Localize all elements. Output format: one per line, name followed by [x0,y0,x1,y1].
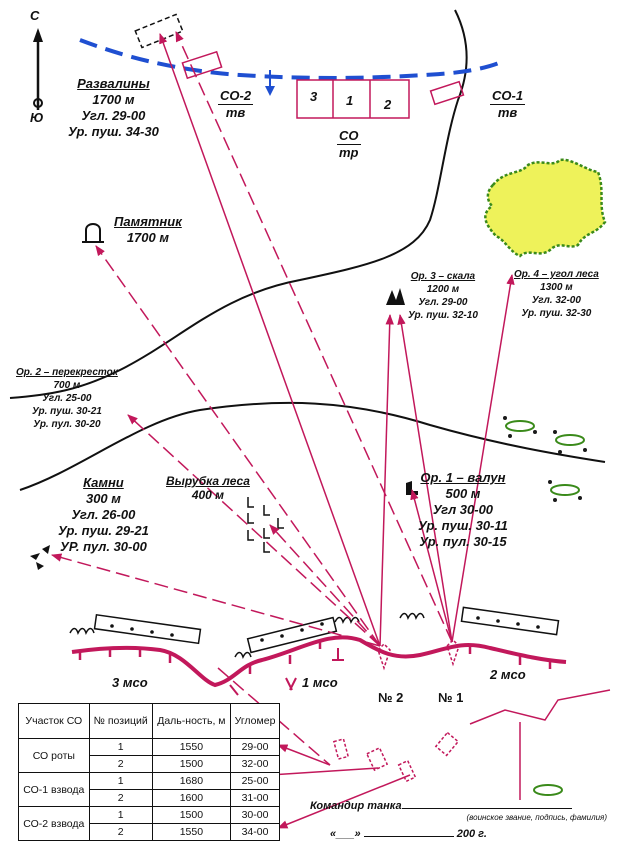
table-row: СО роты 1 1550 29-00 [18,738,280,773]
table-row: 2 1600 31-00 [19,789,280,807]
mine-dots [110,616,540,642]
ruins-target-icon [134,13,184,49]
signature-hint: (воинское звание, подпись, фамилия) [466,813,607,822]
table-row: 2 1500 32-00 [19,755,280,773]
signature-date: «___» 200 г. [330,828,487,840]
ridge-line [19,401,606,491]
co2-sector-box [181,50,223,80]
shrub-icons [247,420,585,796]
company-sector-cells [296,79,410,119]
position-1-label: № 1 [438,690,464,705]
table-row: СО-1 взвода 1 1680 25-00 [18,772,280,807]
wire-obstacle-icons [69,612,425,659]
road-line-north [9,9,468,399]
trench-ticks [78,640,552,674]
cell-2: 2 [384,97,392,112]
clearing-icon [247,497,284,553]
cell-3: 3 [310,89,318,104]
or2-label: Ор. 2 – перекресток 700 м Угл. 25-00 Ур.… [16,367,118,430]
row-area: СО-1 взвода [18,772,90,807]
tank-position-1-icon [446,638,460,667]
enemy-direction-arrow-icon [265,70,275,96]
stones-icon [30,545,50,570]
enemy-front-line [79,38,507,80]
minefield-icons [93,606,560,654]
fire-lines [50,31,515,829]
table-row: СО-2 взвода 1 1500 30-00 [18,806,280,841]
tank-position-2-icon [377,642,391,671]
col-position: № позиций [88,703,153,739]
shrub-dots [503,416,587,502]
row-area: СО-2 взвода [18,806,90,841]
signature-block: Командир танка (воинское звание, подпись… [310,798,615,840]
unit-symbols [229,648,344,696]
signature-label: Командир танка [310,800,402,812]
compass-north: С [30,8,40,23]
table-row: 2 1550 34-00 [19,823,280,841]
rock-icon [386,288,405,305]
compass-arrow-icon [33,28,43,110]
ruins-label: Развалины 1700 м Угл. 29-00 Ур. пуш. 34-… [68,76,159,139]
co1-sector-box [429,80,465,106]
or1-label: Ор. 1 – валун 500 м Угл 30-00 Ур. пуш. 3… [418,470,508,549]
col-area: Участок СО [18,703,90,739]
or4-label: Ор. 4 – угол леса 1300 м Угл. 32-00 Ур. … [514,269,599,319]
rear-positions-icons [332,731,460,783]
col-distance: Даль-ность, м [151,703,232,739]
col-angle: Угломер [230,703,280,739]
or3-label: Ор. 3 – скала 1200 м Угл. 29-00 Ур. пуш.… [408,271,478,321]
position-2-label: № 2 [378,690,404,705]
mco3-label: 3 мсо [112,675,148,690]
forest-edge-icon [484,158,607,258]
monument-label: Памятник 1700 м [114,214,182,245]
mco1-label: 1 мсо [302,675,338,690]
mco2-label: 2 мсо [490,667,526,682]
route-line [469,689,611,800]
clearing-label: Вырубка леса 400 м [166,474,250,502]
monument-icon [82,223,104,243]
row-area: СО роты [18,738,90,773]
stones-label: Камни 300 м Угл. 26-00 Ур. пуш. 29-21 УР… [58,475,149,554]
fire-data-table: Участок СО № позиций Даль-ность, м Углом… [18,703,280,841]
own-front-line [71,635,567,688]
compass-south: Ю [30,110,44,125]
signature-line [401,798,572,809]
cell-1: 1 [346,93,354,108]
